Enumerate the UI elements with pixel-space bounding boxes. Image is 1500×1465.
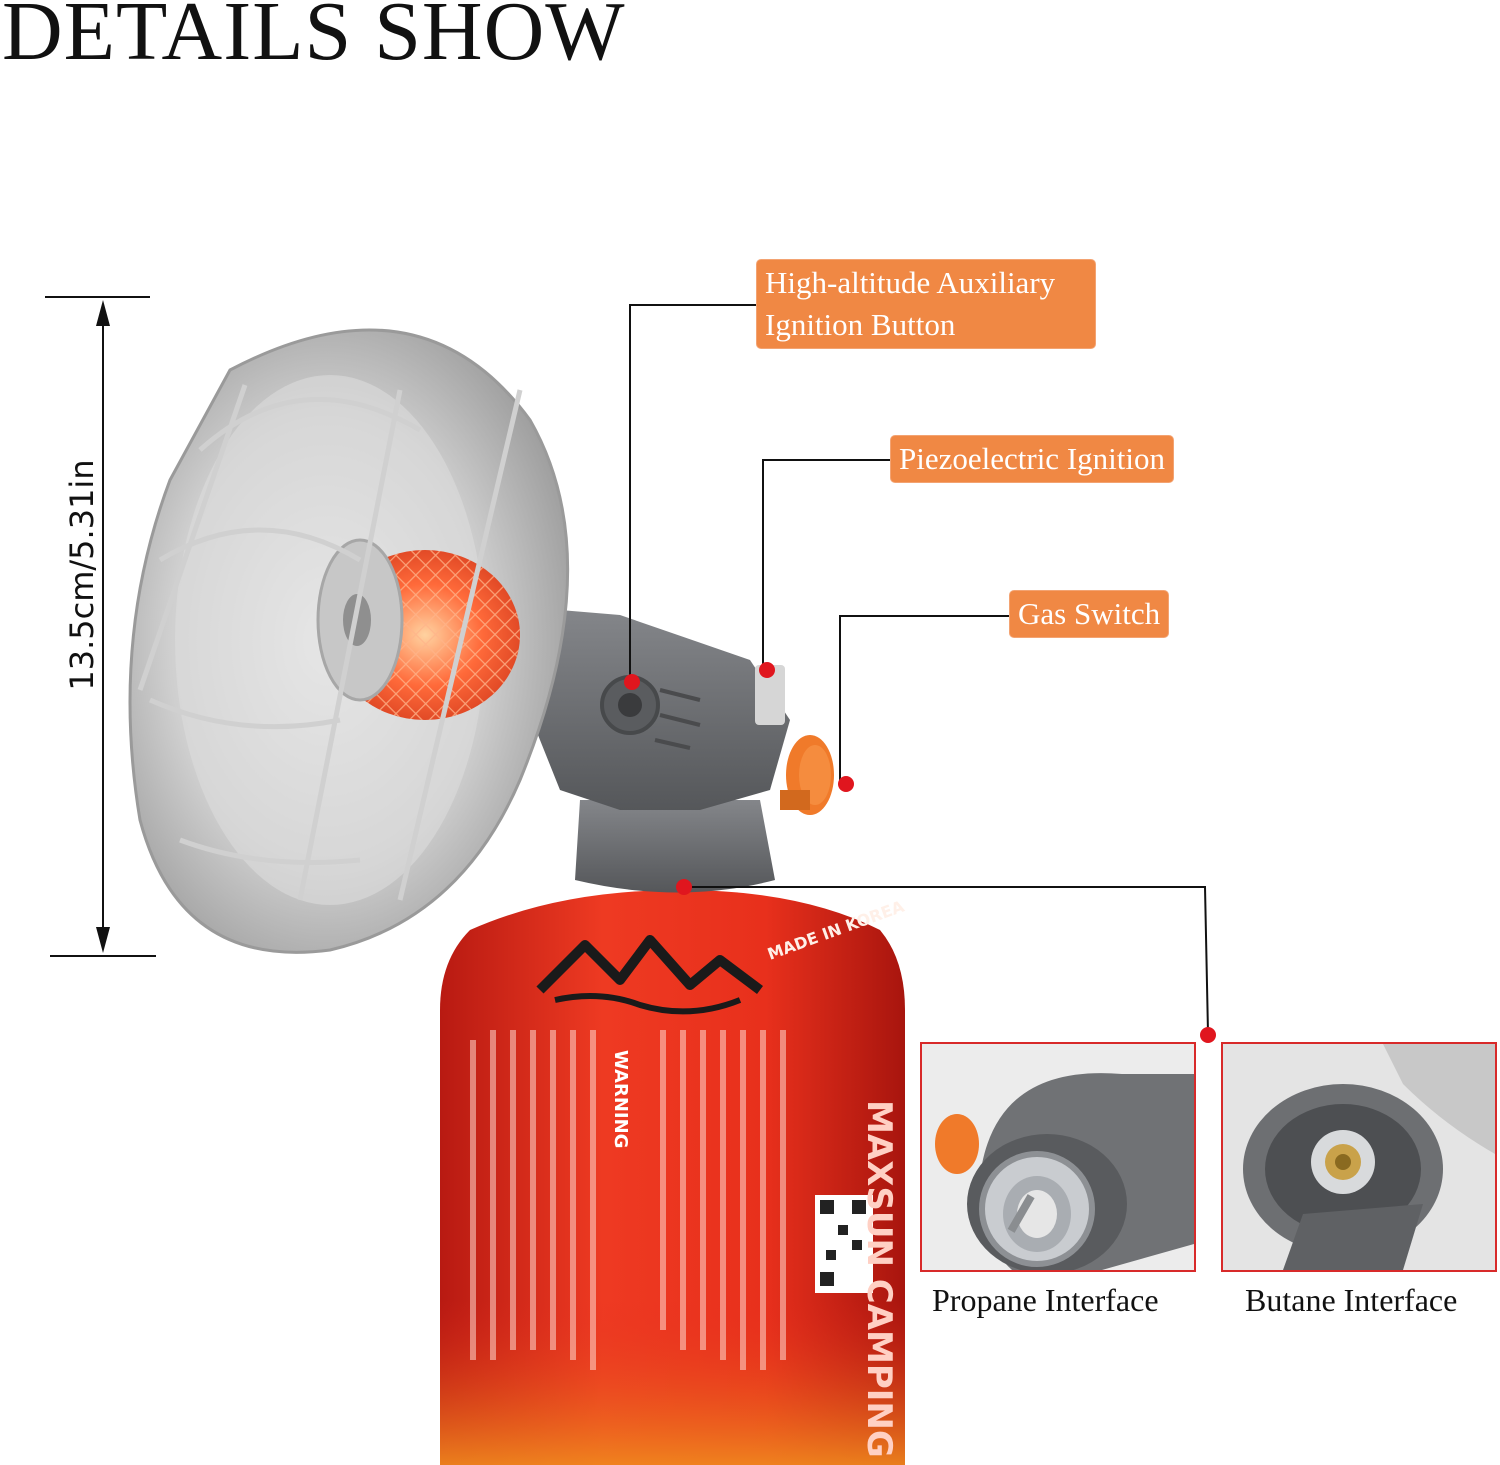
height-dimension <box>45 296 156 957</box>
callout-markers <box>624 662 1216 1043</box>
valve-body <box>520 610 834 893</box>
canister-warning: WARNING <box>610 1050 631 1148</box>
callout-piezo-ignition: Piezoelectric Ignition <box>891 436 1173 482</box>
callout-ignition-button-line2: Ignition Button <box>765 307 956 342</box>
callout-lines <box>629 304 1209 1034</box>
marker-interface <box>676 879 692 895</box>
marker-gas-switch <box>838 776 854 792</box>
callout-ignition-button-line1: High-altitude Auxiliary <box>765 265 1056 300</box>
heater-reflector <box>128 328 570 954</box>
propane-interface-photo <box>920 1042 1196 1272</box>
butane-interface-caption: Butane Interface <box>1245 1282 1458 1318</box>
marker-piezo <box>759 662 775 678</box>
butane-interface-photo <box>1221 1042 1497 1272</box>
canister-brand: MAXSUN CAMPING <box>859 1100 899 1458</box>
callout-gas-switch: Gas Switch <box>1010 591 1169 637</box>
height-label: 13.5cm/5.31in <box>63 459 101 691</box>
callout-ignition-button: High-altitude Auxiliary Ignition Button <box>757 260 1095 348</box>
marker-ignition-button <box>624 674 640 690</box>
page-title: DETAILS SHOW <box>2 0 626 78</box>
propane-interface-caption: Propane Interface <box>932 1282 1159 1318</box>
gas-canister: MAXSUN CAMPING MADE IN KOREA WARNING <box>440 890 907 1465</box>
marker-interface-end <box>1200 1027 1216 1043</box>
